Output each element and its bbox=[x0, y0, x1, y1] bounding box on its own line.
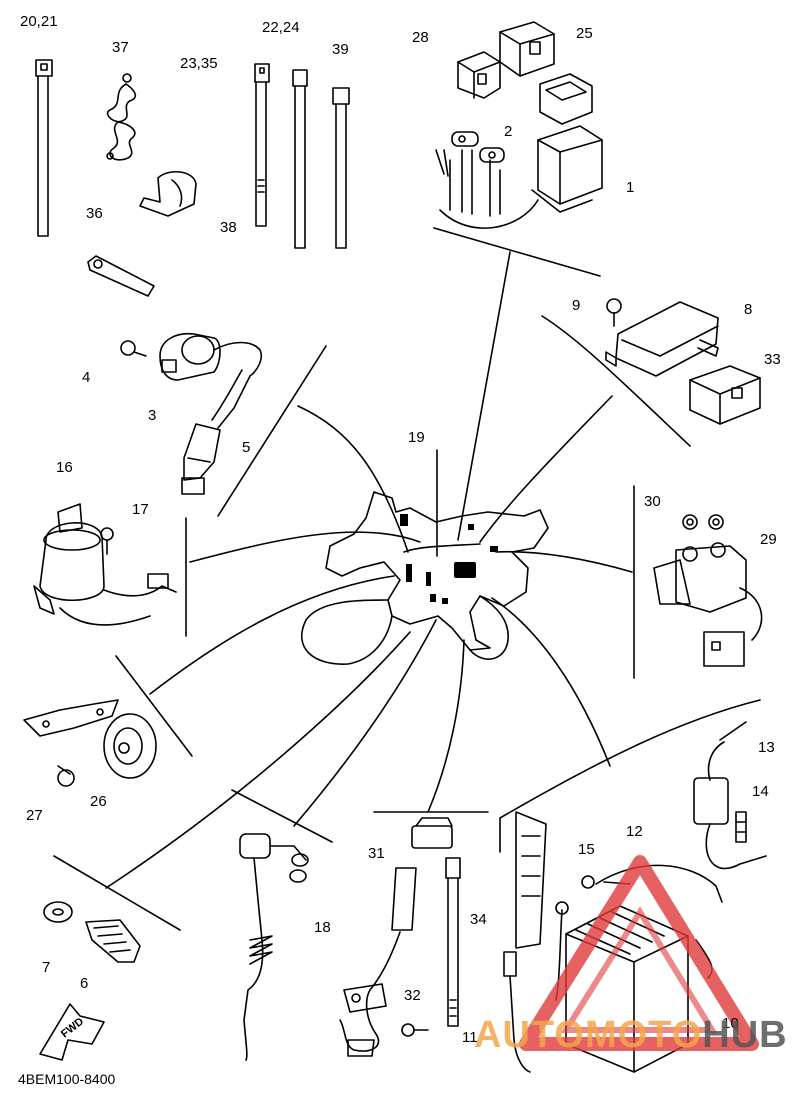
callout-38: 38 bbox=[220, 219, 237, 236]
callout-34: 34 bbox=[470, 911, 487, 928]
callout-13: 13 bbox=[758, 739, 775, 756]
screw-6 bbox=[85, 919, 141, 963]
callout-39: 39 bbox=[332, 41, 349, 58]
band-34 bbox=[445, 857, 461, 1027]
callout-26: 26 bbox=[90, 793, 107, 810]
frame-outline bbox=[300, 491, 549, 665]
relay-28 bbox=[457, 51, 501, 99]
callout-29: 29 bbox=[760, 531, 777, 548]
callout-3: 3 bbox=[148, 407, 157, 424]
bolt-4 bbox=[120, 340, 147, 357]
relay-25 bbox=[499, 21, 555, 77]
ignition-coil-3 bbox=[159, 332, 263, 381]
callout-14: 14 bbox=[752, 783, 769, 800]
starter-relay-29 bbox=[653, 542, 763, 667]
callout-22-24: 22,24 bbox=[262, 19, 300, 36]
neutral-switch-18 bbox=[239, 833, 309, 1061]
callout-16: 16 bbox=[56, 459, 73, 476]
callout-33: 33 bbox=[764, 351, 781, 368]
cable-tie-22-24 bbox=[292, 69, 308, 249]
fuse-14 bbox=[735, 811, 747, 843]
callout-23-35: 23,35 bbox=[180, 55, 218, 72]
horn-26 bbox=[103, 713, 157, 779]
callout-28: 28 bbox=[412, 29, 429, 46]
callout-11: 11 bbox=[462, 1029, 478, 1046]
sidestand-switch-32 bbox=[339, 931, 429, 1057]
callout-9: 9 bbox=[572, 297, 581, 314]
nuts-30 bbox=[682, 514, 724, 530]
callout-20-21: 20,21 bbox=[20, 13, 58, 30]
callout-31: 31 bbox=[368, 845, 385, 862]
battery-band-15 bbox=[515, 811, 547, 949]
callout-10: 10 bbox=[722, 1015, 739, 1032]
bolt-27 bbox=[57, 765, 75, 787]
callout-4: 4 bbox=[82, 369, 91, 386]
relay-33 bbox=[689, 365, 761, 425]
watermark-part-hub: HUB bbox=[702, 1014, 788, 1056]
horn-bracket bbox=[23, 699, 119, 737]
callout-15: 15 bbox=[578, 841, 595, 858]
callout-30: 30 bbox=[644, 493, 661, 510]
plug-cap-5 bbox=[181, 369, 251, 495]
watermark-triangle-inner bbox=[560, 906, 718, 1033]
callout-36: 36 bbox=[86, 205, 103, 222]
fuse-holder-13 bbox=[693, 721, 767, 870]
holder-38 bbox=[139, 171, 197, 217]
cdi-unit-1 bbox=[435, 125, 603, 229]
callout-8: 8 bbox=[744, 301, 753, 318]
tube-31 bbox=[391, 817, 453, 931]
callout-7: 7 bbox=[42, 959, 51, 976]
diagram-code: 4BEM100-8400 bbox=[18, 1071, 116, 1087]
screw-17 bbox=[100, 527, 114, 555]
callout-2: 2 bbox=[504, 123, 513, 140]
washer-7 bbox=[43, 901, 73, 923]
main-switch-16 bbox=[33, 503, 177, 626]
callout-25: 25 bbox=[576, 25, 593, 42]
watermark-logo: AUTOMOTOHUB bbox=[474, 1016, 788, 1054]
tube-11 bbox=[503, 951, 531, 1073]
watermark-part-auto: AUTO bbox=[474, 1014, 585, 1056]
cable-tie-39 bbox=[332, 87, 350, 249]
callout-19: 19 bbox=[408, 429, 425, 446]
clip-37 bbox=[106, 73, 137, 161]
regulator-8 bbox=[605, 301, 719, 377]
callout-1: 1 bbox=[626, 179, 635, 196]
battery-cable-12 bbox=[555, 864, 723, 1001]
callout-27: 27 bbox=[26, 807, 43, 824]
fwd-arrow bbox=[39, 1003, 105, 1061]
leader-lines bbox=[105, 251, 633, 889]
callout-5: 5 bbox=[242, 439, 251, 456]
callout-12: 12 bbox=[626, 823, 643, 840]
callout-6: 6 bbox=[80, 975, 89, 992]
callout-17: 17 bbox=[132, 501, 149, 518]
cover-2 bbox=[539, 73, 593, 125]
watermark-triangle bbox=[519, 855, 759, 1051]
callout-37: 37 bbox=[112, 39, 129, 56]
callout-18: 18 bbox=[314, 919, 331, 936]
band-23-35 bbox=[254, 63, 270, 227]
bolt-9 bbox=[606, 298, 622, 327]
bracket-36 bbox=[87, 255, 155, 297]
cable-tie-20-21 bbox=[35, 59, 53, 237]
watermark-part-moto: MOTO bbox=[584, 1014, 703, 1056]
callout-32: 32 bbox=[404, 987, 421, 1004]
